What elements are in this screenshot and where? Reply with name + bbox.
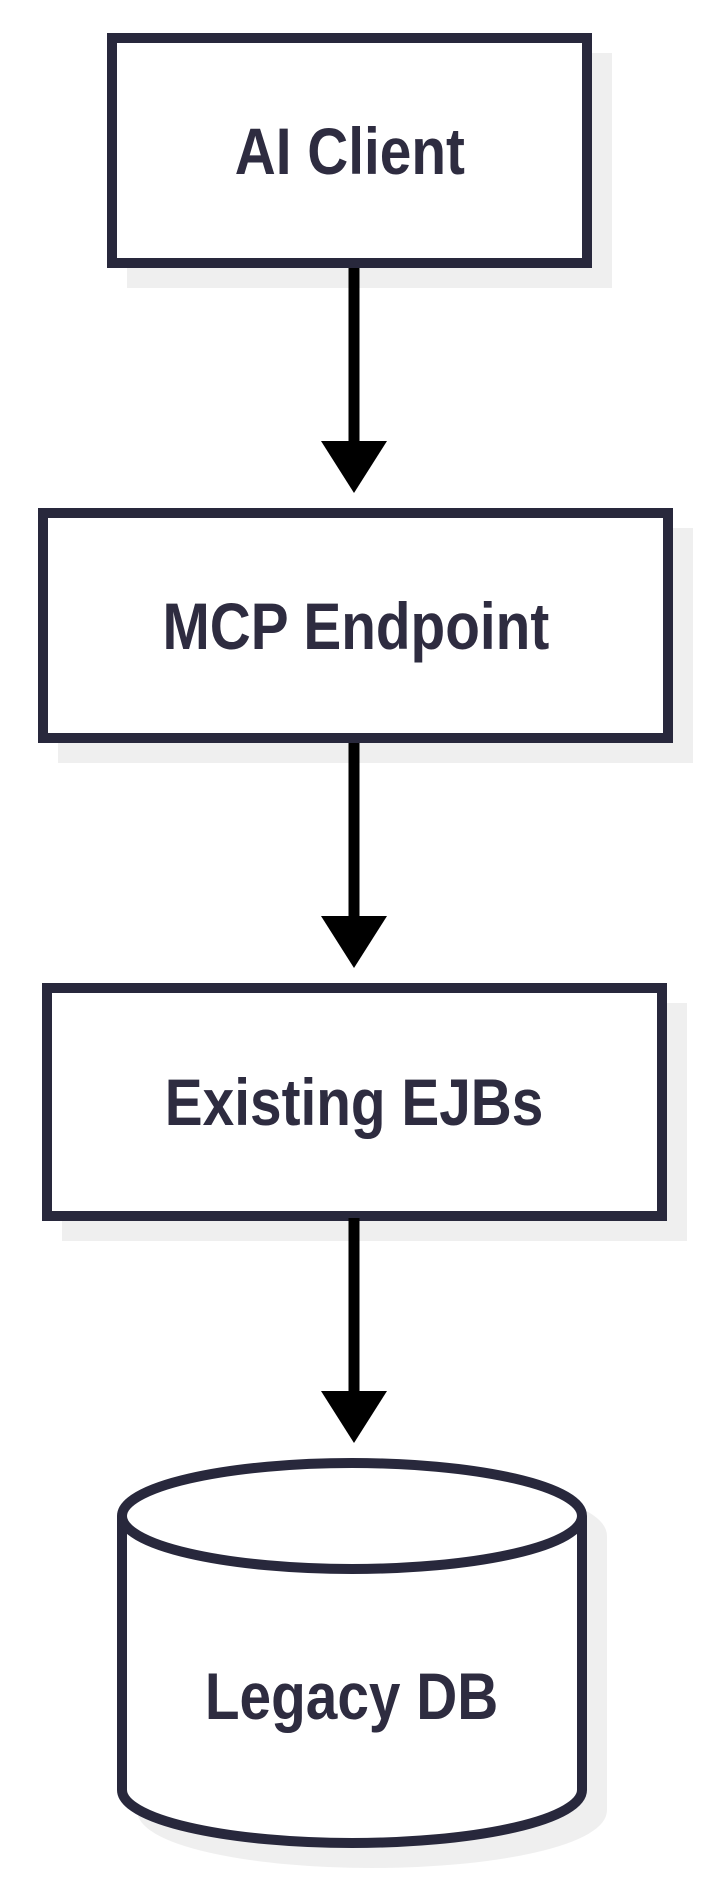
node-legacy-db: Legacy DB — [117, 1663, 587, 1729]
node-mcp-endpoint: MCP Endpoint — [38, 508, 673, 743]
arrow-down-icon — [321, 1218, 387, 1443]
node-legacy-db-label: Legacy DB — [205, 1659, 499, 1733]
node-ai-client-label: AI Client — [234, 113, 465, 188]
node-ai-client: AI Client — [107, 33, 592, 268]
arrow-down-icon — [321, 743, 387, 968]
database-cylinder-icon — [117, 1458, 587, 1848]
arrow-down-icon — [321, 268, 387, 493]
node-existing-ejbs-label: Existing EJBs — [165, 1065, 544, 1139]
node-mcp-endpoint-label: MCP Endpoint — [162, 588, 549, 663]
node-existing-ejbs: Existing EJBs — [42, 983, 667, 1221]
